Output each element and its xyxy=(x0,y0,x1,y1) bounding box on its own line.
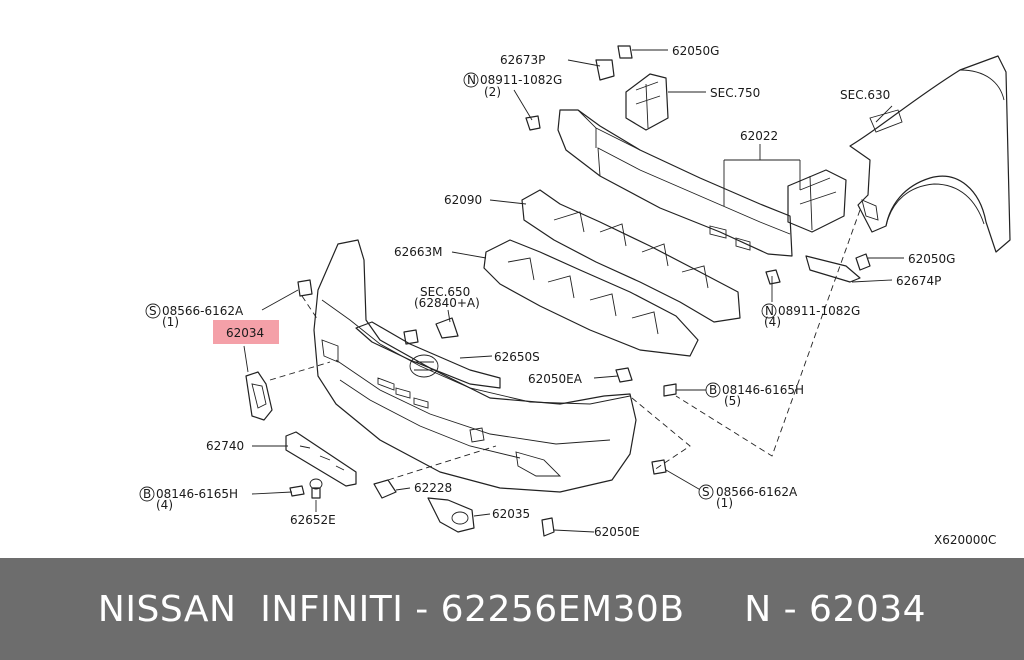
label-62740: 62740 xyxy=(206,439,244,453)
label-62652E: 62652E xyxy=(290,513,336,527)
label-62034-highlighted: 62034 xyxy=(226,326,264,340)
label-08566-right-qty: (1) xyxy=(716,496,733,510)
grille-drawing xyxy=(355,317,501,389)
highlight-62034 xyxy=(213,320,279,344)
label-62673P: 62673P xyxy=(500,53,545,67)
lower-absorber-drawing xyxy=(483,239,699,357)
prefix-circles xyxy=(139,72,777,502)
label-62035: 62035 xyxy=(492,507,530,521)
label-62050EA: 62050EA xyxy=(528,372,583,386)
prefix-s-left: S xyxy=(149,304,157,318)
label-62650S: 62650S xyxy=(494,350,540,364)
label-08911-right: 08911-1082G xyxy=(778,304,860,318)
fog-cover-62035-drawing xyxy=(427,497,475,533)
label-08911-right-qty: (4) xyxy=(764,315,781,329)
side-bracket-62740-drawing xyxy=(285,431,357,487)
label-sec630: SEC.630 xyxy=(840,88,890,102)
prefix-s-right: S xyxy=(702,485,710,499)
diagram-code: X620000C xyxy=(934,533,996,547)
labels: 62673P 62050G N 08911-1082G (2) SEC.750 … xyxy=(143,44,996,547)
label-08146-left-qty: (4) xyxy=(156,498,173,512)
label-08911-top-qty: (2) xyxy=(484,85,501,99)
label-08146-right: 08146-6165H xyxy=(722,383,804,397)
label-08566-right: 08566-6162A xyxy=(716,485,798,499)
hook-bracket-drawing xyxy=(525,45,669,131)
leader-lines xyxy=(243,49,904,533)
bumper-reinforcement-drawing xyxy=(557,109,847,257)
bumper-fascia-drawing xyxy=(313,239,637,493)
label-08911-top: 08911-1082G xyxy=(480,73,562,87)
prefix-n-top: N xyxy=(467,73,476,87)
label-08566-left-qty: (1) xyxy=(162,315,179,329)
label-08566-left: 08566-6162A xyxy=(162,304,244,318)
prefix-n-right: N xyxy=(765,304,774,318)
label-62050G-right: 62050G xyxy=(908,252,955,266)
prefix-b-right: B xyxy=(709,383,717,397)
footer-banner: NISSAN INFINITI - 62256EM30B N - 62034 xyxy=(0,558,1024,660)
label-62090: 62090 xyxy=(444,193,482,207)
label-sec650: SEC.650 xyxy=(420,285,470,299)
small-parts-drawing xyxy=(289,279,677,537)
label-08146-left: 08146-6165H xyxy=(156,487,238,501)
assembly-dashed-lines xyxy=(269,209,861,481)
prefix-b-left: B xyxy=(143,487,151,501)
footer-part-number-text: NISSAN INFINITI - 62256EM30B N - 62034 xyxy=(97,588,927,630)
fog-cover-62034-drawing xyxy=(245,371,273,421)
parts-diagram: 62673P 62050G N 08911-1082G (2) SEC.750 … xyxy=(139,44,1011,547)
label-08146-right-qty: (5) xyxy=(724,394,741,408)
label-62050G-top: 62050G xyxy=(672,44,719,58)
side-bracket-drawing xyxy=(765,253,871,285)
label-62022: 62022 xyxy=(740,129,778,143)
label-sec650-sub: (62840+A) xyxy=(414,296,480,310)
label-sec750: SEC.750 xyxy=(710,86,760,100)
label-62674P: 62674P xyxy=(896,274,941,288)
label-62050E: 62050E xyxy=(594,525,640,539)
energy-absorber-drawing xyxy=(521,189,741,323)
label-62663M: 62663M xyxy=(394,245,443,259)
fender-drawing xyxy=(849,55,1011,253)
label-62228: 62228 xyxy=(414,481,452,495)
